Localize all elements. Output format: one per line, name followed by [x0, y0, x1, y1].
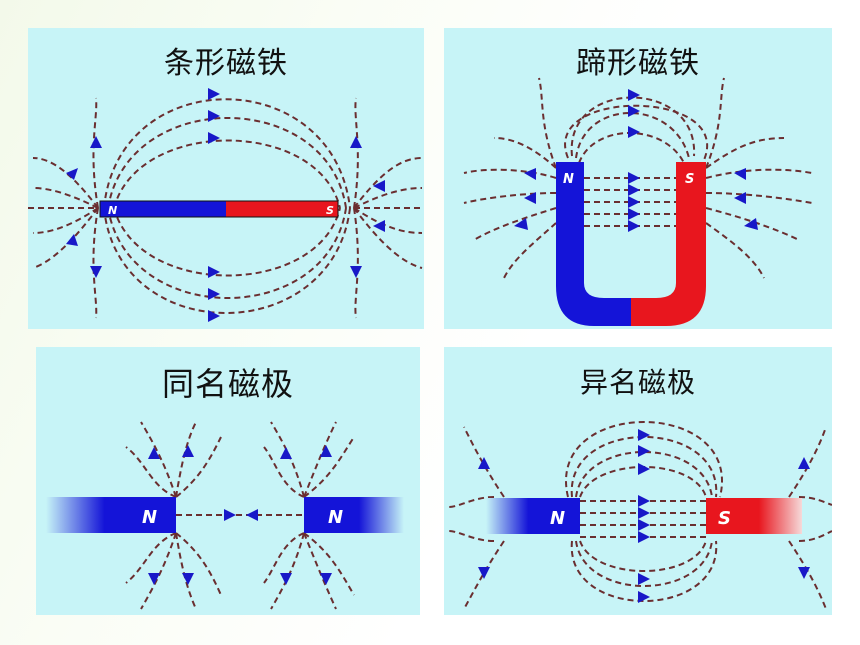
- right-pole-label: N: [328, 507, 343, 528]
- arrow-icon: [638, 463, 650, 475]
- arrow-icon: [148, 447, 160, 459]
- north-pole-label: N: [563, 172, 574, 187]
- unlike-poles-panel: N S 异名磁极: [444, 347, 832, 615]
- field-lines: [28, 97, 424, 319]
- arrow-icon: [628, 126, 640, 138]
- arrow-icon: [350, 136, 362, 148]
- arrow-icon: [320, 445, 332, 457]
- south-pole-label: S: [685, 172, 694, 187]
- horseshoe-south-arm: [631, 162, 706, 326]
- arrow-icon: [524, 168, 536, 180]
- arrow-icon: [224, 509, 236, 521]
- arrow-icon: [90, 266, 102, 278]
- like-poles-field-diagram: N N: [46, 421, 404, 610]
- arrow-icon: [798, 567, 810, 579]
- arrow-icon: [514, 218, 528, 230]
- bar-magnet-south: [226, 201, 338, 217]
- arrow-icon: [638, 573, 650, 585]
- arrow-icon: [638, 507, 650, 519]
- arrow-icon: [350, 266, 362, 278]
- horseshoe-north-arm: [556, 162, 631, 326]
- arrow-icon: [638, 591, 650, 603]
- left-north-magnet: [46, 497, 176, 533]
- field-arrows: [514, 89, 758, 232]
- arrow-icon: [182, 445, 194, 457]
- bar-magnet-field-diagram: N S: [28, 88, 424, 322]
- arrow-icon: [478, 457, 490, 469]
- field-lines: [448, 421, 832, 610]
- arrow-icon: [208, 88, 220, 100]
- arrow-icon: [628, 184, 640, 196]
- arrow-icon: [798, 457, 810, 469]
- arrow-icon: [628, 208, 640, 220]
- bar-magnet-north: [100, 201, 226, 217]
- arrow-icon: [208, 132, 220, 144]
- arrow-icon: [628, 89, 640, 101]
- arrow-icon: [638, 519, 650, 531]
- arrow-icon: [524, 192, 536, 204]
- arrow-icon: [66, 168, 78, 180]
- arrow-icon: [320, 573, 332, 585]
- arrow-icon: [638, 531, 650, 543]
- arrow-icon: [628, 172, 640, 184]
- arrow-icon: [478, 567, 490, 579]
- arrow-icon: [734, 168, 746, 180]
- arrow-icon: [208, 288, 220, 300]
- arrow-icon: [373, 220, 385, 232]
- north-pole-label: N: [550, 508, 565, 529]
- horseshoe-magnet-panel: N S 蹄形磁铁: [444, 28, 832, 329]
- arrow-icon: [638, 495, 650, 507]
- arrow-icon: [208, 310, 220, 322]
- arrow-icon: [246, 509, 258, 521]
- north-magnet: [486, 498, 580, 534]
- bar-magnet-panel: N S 条形磁铁: [28, 28, 424, 329]
- arrow-icon: [280, 573, 292, 585]
- arrow-icon: [182, 573, 194, 585]
- arrow-icon: [208, 266, 220, 278]
- north-pole-label: N: [108, 204, 117, 217]
- south-magnet: [706, 498, 802, 534]
- right-north-magnet: [304, 497, 404, 533]
- horseshoe-magnet-field-diagram: N S: [463, 77, 813, 326]
- arrow-icon: [90, 136, 102, 148]
- arrow-icon: [734, 192, 746, 204]
- arrow-icon: [628, 105, 640, 117]
- arrow-icon: [208, 110, 220, 122]
- field-arrows: [66, 88, 385, 322]
- south-pole-label: S: [718, 508, 731, 529]
- arrow-icon: [66, 234, 78, 246]
- field-arrows: [148, 445, 332, 585]
- left-pole-label: N: [142, 507, 157, 528]
- south-pole-label: S: [326, 204, 334, 217]
- arrow-icon: [628, 220, 640, 232]
- arrow-icon: [638, 445, 650, 457]
- arrow-icon: [148, 573, 160, 585]
- like-poles-panel: N N 同名磁极: [36, 347, 420, 615]
- arrow-icon: [628, 196, 640, 208]
- arrow-icon: [744, 218, 758, 230]
- arrow-icon: [638, 429, 650, 441]
- arrow-icon: [280, 447, 292, 459]
- unlike-poles-field-diagram: N S: [448, 421, 832, 610]
- field-arrows: [478, 429, 810, 603]
- arrow-icon: [373, 180, 385, 192]
